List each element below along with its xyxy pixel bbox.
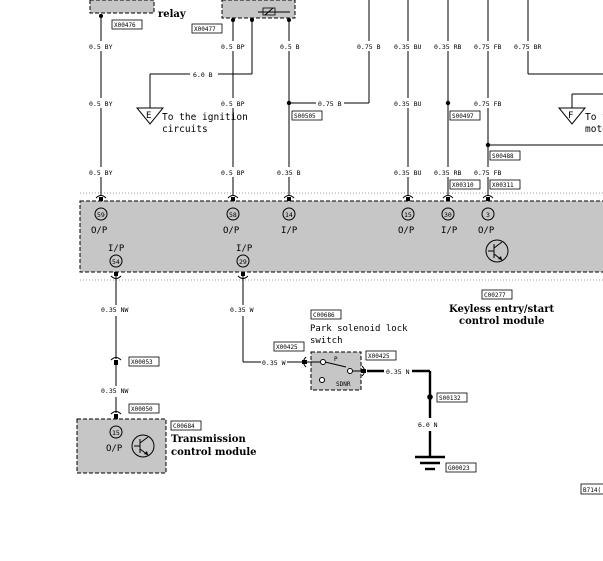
connector-x00310: X00310 bbox=[452, 182, 474, 189]
ignition-text-line2: circuits bbox=[162, 124, 208, 135]
module-code-c00684: C00684 bbox=[173, 423, 195, 430]
wire-labels: 0.5 BY 0.5 BY 0.5 BY 0.5 BP 0.5 BP 0.5 B… bbox=[89, 43, 541, 177]
figure-code: B714( bbox=[580, 483, 603, 495]
connector-x00311: X00311 bbox=[492, 182, 514, 189]
pin-direction: I/P bbox=[281, 226, 298, 236]
connector-x00477: X00477 bbox=[194, 26, 216, 33]
transistor-icon bbox=[131, 434, 155, 458]
wire-label: 0.35 RB bbox=[434, 43, 461, 51]
switch-name-line1: Park solenoid lock bbox=[310, 324, 408, 334]
wire-label: 0.35 BU bbox=[394, 169, 421, 177]
pin-direction: O/P bbox=[91, 226, 108, 236]
pin-direction: O/P bbox=[398, 226, 415, 236]
switch-sdnr-label: SDNR bbox=[336, 381, 351, 388]
splice-s00132: S00132 bbox=[439, 395, 461, 402]
wire-label: 0.35 BU bbox=[394, 100, 421, 108]
pin-number: 15 bbox=[112, 429, 120, 437]
connector-x00050: X00050 bbox=[131, 406, 153, 413]
pin-number: 54 bbox=[112, 258, 120, 266]
ground-wiring: 0.35 N S00132 6.0 N G00023 bbox=[367, 368, 477, 473]
connector-x00053: X00053 bbox=[131, 359, 153, 366]
transmission-name-line2: control module bbox=[171, 447, 257, 458]
wire-label: 0.35 BU bbox=[394, 43, 421, 51]
wire-label: 0.5 BP bbox=[221, 100, 245, 108]
motor-reference: F To t moto bbox=[557, 107, 603, 135]
wire-label: 0.75 FB bbox=[474, 100, 501, 108]
wire-label: 0.35 N bbox=[386, 368, 410, 376]
keyless-entry-module: X00310 X00311 59 O/P 58 O/P 14 I/P 15 O/… bbox=[79, 179, 603, 327]
transistor-icon bbox=[485, 239, 509, 263]
pin-direction: I/P bbox=[441, 226, 458, 236]
connector-x00425: X00425 bbox=[368, 353, 390, 360]
pin-number: 30 bbox=[444, 211, 452, 219]
ignition-text-line1: To the ignition bbox=[162, 112, 248, 123]
wire-label: 0.5 B bbox=[280, 43, 300, 51]
park-switch-wiring: 0.35 W 0.35 W X00425 bbox=[230, 276, 307, 368]
transmission-name-line1: Transmission bbox=[171, 434, 246, 445]
pin-number: 15 bbox=[404, 211, 412, 219]
pin-number: 29 bbox=[239, 258, 247, 266]
module-code-c00277: C00277 bbox=[484, 292, 506, 299]
splice-s00497: S00497 bbox=[452, 113, 474, 120]
pin-number: 58 bbox=[229, 211, 237, 219]
motor-letter: F bbox=[568, 111, 573, 121]
wire-label: 0.5 BP bbox=[221, 169, 245, 177]
upper-wires bbox=[100, 0, 603, 196]
wire-label: 0.75 FB bbox=[474, 169, 501, 177]
switch-code-c00686: C00686 bbox=[313, 312, 335, 319]
motor-text-line1: To t bbox=[585, 112, 603, 123]
switch-p-label: P bbox=[334, 356, 338, 363]
wire-label: 0.5 BP bbox=[221, 43, 245, 51]
connector-x00476: X00476 bbox=[114, 22, 136, 29]
wire-label: 0.75 B bbox=[318, 100, 342, 108]
switch-name-line2: switch bbox=[310, 336, 343, 346]
wire-label: 0.75 FB bbox=[474, 43, 501, 51]
splice-s00505: S00505 bbox=[294, 113, 316, 120]
connector-x00425: X00425 bbox=[276, 344, 298, 351]
transmission-control-module: 15 O/P C00684 Transmission control modul… bbox=[76, 418, 257, 474]
keyless-module-name-line1: Keyless entry/start bbox=[449, 304, 555, 315]
splice-s00488: S00488 bbox=[492, 153, 514, 160]
wire-label: 0.35 B bbox=[277, 169, 301, 177]
wire-label: 0.75 BR bbox=[514, 43, 541, 51]
park-solenoid-lock-switch: C00686 Park solenoid lock switch P SDNR … bbox=[307, 309, 408, 391]
pin-number: 59 bbox=[97, 211, 105, 219]
motor-text-line2: moto bbox=[585, 124, 603, 135]
splice-tags: S00505 S00497 S00488 bbox=[291, 110, 521, 161]
wire-label: 6.0 N bbox=[418, 421, 438, 429]
pin-direction: I/P bbox=[236, 244, 253, 254]
keyless-module-name-line2: control module bbox=[459, 316, 545, 327]
pin-direction: O/P bbox=[478, 226, 495, 236]
lower-left-wiring: 0.35 NW X00053 0.35 NW X00050 bbox=[101, 276, 160, 419]
ignition-reference: E To the ignition circuits bbox=[135, 107, 248, 135]
ignition-letter: E bbox=[146, 111, 151, 121]
wire-label: 0.35 W bbox=[230, 306, 254, 314]
pin-number: 3 bbox=[486, 211, 490, 219]
ground-icon bbox=[415, 455, 445, 471]
wire-label: 0.35 W bbox=[262, 359, 286, 367]
wire-label: 0.5 BY bbox=[89, 43, 113, 51]
wire-label: 0.5 BY bbox=[89, 169, 113, 177]
wire-label: 0.5 BY bbox=[89, 100, 113, 108]
pin-direction: O/P bbox=[223, 226, 240, 236]
wire-label: 0.35 RB bbox=[434, 169, 461, 177]
wire-label: 6.0 B bbox=[193, 71, 213, 79]
wire-label: 0.75 B bbox=[357, 43, 381, 51]
ground-code-g00023: G00023 bbox=[448, 465, 470, 472]
pin-number: 14 bbox=[285, 211, 293, 219]
pin-direction: O/P bbox=[106, 444, 123, 454]
wire-label: 0.35 NW bbox=[101, 306, 128, 314]
figure-code-text: B714( bbox=[583, 487, 601, 494]
relay-label: relay bbox=[158, 9, 187, 20]
wire-label: 0.35 NW bbox=[101, 387, 128, 395]
relay-fragment: relay X00476 X00477 bbox=[89, 0, 296, 34]
pin-direction: I/P bbox=[108, 244, 125, 254]
